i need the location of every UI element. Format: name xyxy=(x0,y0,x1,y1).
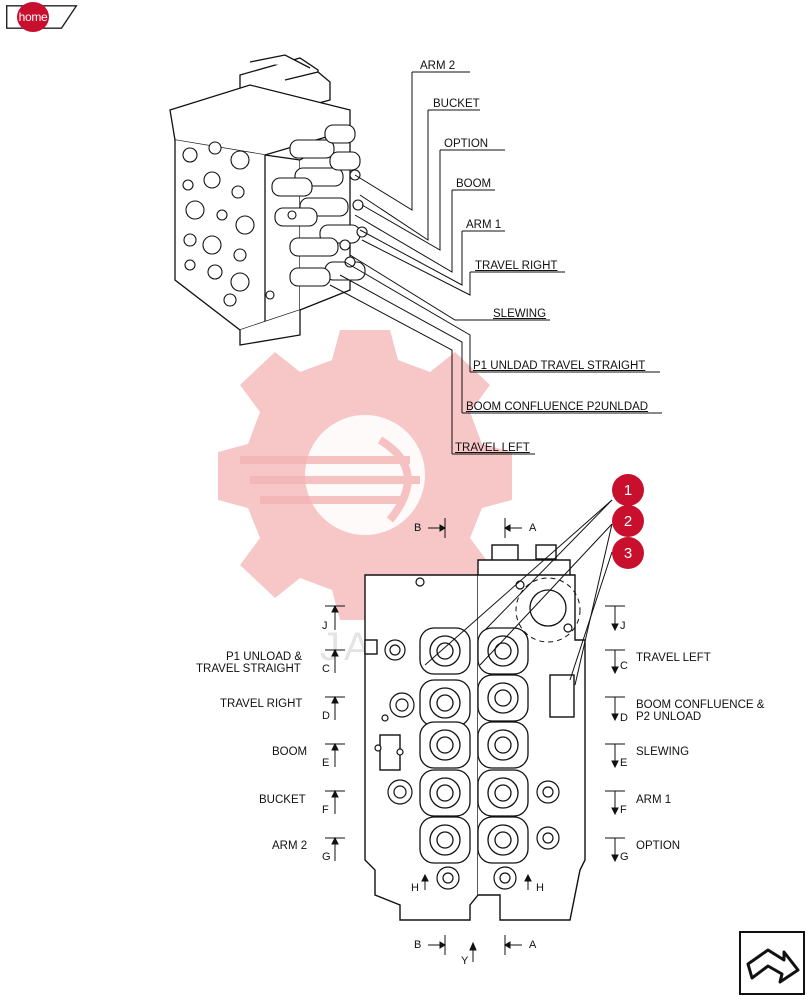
section-letter-f-left: F xyxy=(322,804,329,816)
label-option: OPTION xyxy=(636,840,681,852)
section-letter-a-top: A xyxy=(529,522,537,534)
section-letter-a-bottom: A xyxy=(529,939,537,951)
section-letter-h-right: H xyxy=(536,882,544,894)
label-bucket: BUCKET xyxy=(259,794,306,806)
label-slewing: SLEWING xyxy=(636,746,690,758)
section-letter-g-right: G xyxy=(620,851,629,863)
callout-slewing: SLEWING xyxy=(493,308,547,320)
label-boom-confluence: BOOM CONFLUENCE & xyxy=(636,699,765,711)
section-letter-j-right: J xyxy=(620,620,626,632)
callout-boom-confluence-p2-unload: BOOM CONFLUENCE P2UNLDAD xyxy=(466,401,649,413)
section-letter-f-right: F xyxy=(620,804,627,816)
callout-arm-2: ARM 2 xyxy=(420,60,456,72)
part-marker-2[interactable]: 2 xyxy=(612,505,644,537)
label-p1-unload: P1 UNLOAD & xyxy=(226,651,303,663)
label-travel-straight: TRAVEL STRAIGHT xyxy=(196,663,301,675)
section-letter-b-top: B xyxy=(414,522,422,534)
callout-option: OPTION xyxy=(444,138,489,150)
home-button[interactable]: home xyxy=(17,2,49,32)
arrow-next-icon[interactable] xyxy=(738,930,806,996)
label-travel-left: TRAVEL LEFT xyxy=(636,652,711,664)
callout-travel-right: TRAVEL RIGHT xyxy=(475,260,558,272)
label-arm-1: ARM 1 xyxy=(636,794,672,806)
label-arm-2: ARM 2 xyxy=(272,840,308,852)
section-letter-e-right: E xyxy=(620,757,628,769)
section-letter-c-right: C xyxy=(620,660,628,672)
section-letter-d-right: D xyxy=(620,712,628,724)
section-letter-h-left: H xyxy=(411,882,419,894)
section-letter-y: Y xyxy=(461,955,469,967)
callout-boom: BOOM xyxy=(456,178,492,190)
section-letter-b-bottom: B xyxy=(414,939,422,951)
section-letter-g-left: G xyxy=(322,851,331,863)
callout-travel-left: TRAVEL LEFT xyxy=(455,442,530,454)
part-marker-1[interactable]: 1 xyxy=(612,474,644,506)
callout-bucket: BUCKET xyxy=(433,98,480,110)
label-travel-right: TRAVEL RIGHT xyxy=(220,698,303,710)
callout-p1-unload-travel-straight: P1 UNLDAD TRAVEL STRAIGHT xyxy=(473,360,646,372)
section-letter-j-left: J xyxy=(322,620,328,632)
callout-arm-1: ARM 1 xyxy=(466,219,502,231)
label-p2-unload: P2 UNLOAD xyxy=(636,711,702,723)
section-letter-e-left: E xyxy=(322,757,330,769)
part-marker-3[interactable]: 3 xyxy=(612,537,644,569)
section-letter-c-left: C xyxy=(322,663,330,675)
section-letter-d-left: D xyxy=(322,710,330,722)
label-boom: BOOM xyxy=(272,746,308,758)
